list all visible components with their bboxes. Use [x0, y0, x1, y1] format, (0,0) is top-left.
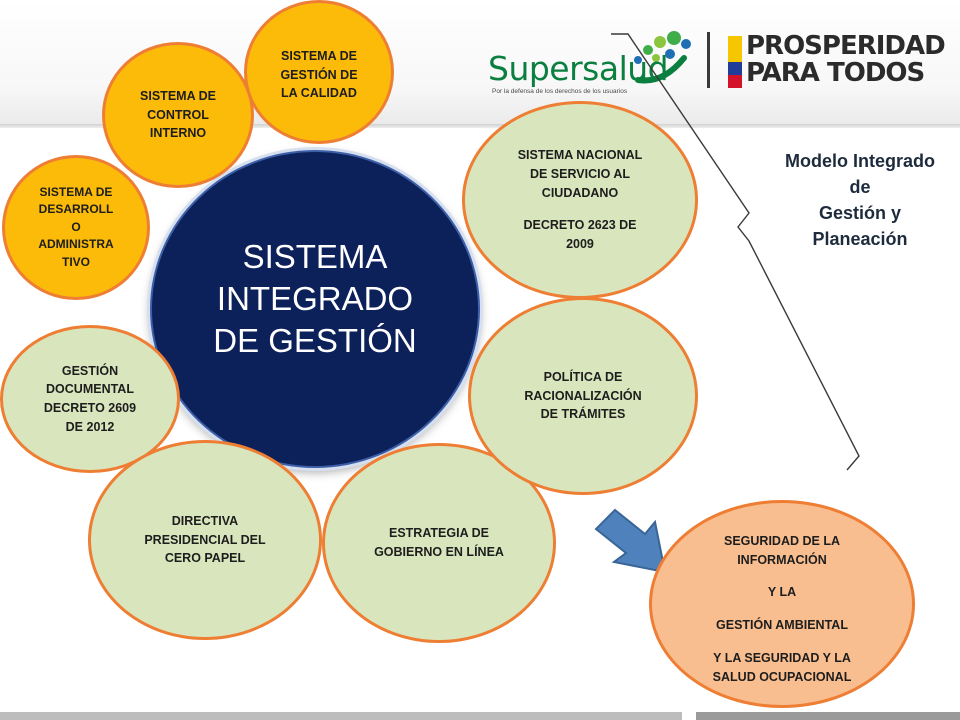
bubble-seguridad-p4: Y LA SEGURIDAD Y LA SALUD OCUPACIONAL — [712, 650, 852, 684]
bubble-control-text: SISTEMA DE CONTROL INTERNO — [140, 88, 216, 141]
bubble-seguridad-p3: GESTIÓN AMBIENTAL — [716, 618, 848, 632]
bubble-seguridad-p2: Y LA — [767, 585, 797, 600]
right-curly-bracket-icon — [611, 33, 860, 471]
model-title-line2: de — [849, 177, 871, 198]
supersalud-wordmark: Supersalud — [488, 49, 669, 88]
prosperidad-logo: PROSPERIDAD PARA TODOS — [746, 31, 946, 88]
footer-bar-right — [696, 712, 960, 720]
central-system-circle: SISTEMA INTEGRADO DE GESTIÓN — [150, 150, 480, 468]
bubble-servicio-decree: DECRETO 2623 DE 2009 — [523, 218, 637, 252]
bubble-servicio-text: SISTEMA NACIONAL DE SERVICIO AL CIUDADAN… — [517, 148, 643, 200]
bubble-seguridad-p1: SEGURIDAD DE LA INFORMACIÓN — [724, 533, 840, 567]
supersalud-tagline: Por la defensa de los derechos de los us… — [492, 88, 628, 95]
footer-bar-left — [0, 712, 682, 720]
colombia-flag-icon — [728, 36, 742, 88]
center-line1: SISTEMA — [242, 237, 388, 275]
center-line3: DE GESTIÓN — [213, 322, 417, 360]
logo-separator — [707, 32, 710, 88]
model-title: Modelo Integrado de Gestión y Planeación — [762, 148, 958, 252]
model-title-line1: Modelo Integrado — [785, 151, 935, 171]
bubble-documental-text: GESTIÓN DOCUMENTAL DECRETO 2609 DE 2012 — [43, 363, 137, 434]
bubble-desarrollo-text: SISTEMA DE DESARROLL O ADMINISTRA TIVO — [38, 185, 114, 269]
bubble-cero-papel-text: DIRECTIVA PRESIDENCIAL DEL CERO PAPEL — [144, 513, 266, 566]
supersalud-logo: Supersalud Por la defensa de los derecho… — [488, 22, 704, 100]
bubble-gobierno-text: ESTRATEGIA DE GOBIERNO EN LÍNEA — [374, 526, 504, 559]
bubble-control-interno: SISTEMA DE CONTROL INTERNO — [102, 42, 254, 188]
bubble-cero-papel: DIRECTIVA PRESIDENCIAL DEL CERO PAPEL — [88, 440, 322, 640]
bubble-tramites-text: POLÍTICA DE RACIONALIZACIÓN DE TRÁMITES — [524, 369, 642, 422]
right-down-arrow-icon — [594, 508, 667, 574]
model-title-line3: Gestión y — [818, 203, 902, 224]
bubble-desarrollo-administrativo: SISTEMA DE DESARROLL O ADMINISTRA TIVO — [2, 155, 150, 300]
bubble-seguridad-informacion: SEGURIDAD DE LA INFORMACIÓN Y LA GESTIÓN… — [649, 500, 915, 708]
bubble-sistema-calidad: SISTEMA DE GESTIÓN DE LA CALIDAD — [244, 0, 394, 144]
bubble-racionalizacion-tramites: POLÍTICA DE RACIONALIZACIÓN DE TRÁMITES — [468, 297, 698, 495]
model-title-line4: Planeación — [812, 229, 908, 250]
bubble-servicio-ciudadano: SISTEMA NACIONAL DE SERVICIO AL CIUDADAN… — [462, 101, 698, 299]
prosperidad-line1: PROSPERIDAD — [746, 31, 946, 61]
bubble-gestion-documental: GESTIÓN DOCUMENTAL DECRETO 2609 DE 2012 — [0, 325, 180, 473]
center-line2: INTEGRADO — [216, 279, 414, 317]
bubble-calidad-text: SISTEMA DE GESTIÓN DE LA CALIDAD — [280, 48, 358, 101]
supersalud-dots-icon — [634, 31, 691, 84]
prosperidad-line2: PARA TODOS — [746, 57, 925, 88]
